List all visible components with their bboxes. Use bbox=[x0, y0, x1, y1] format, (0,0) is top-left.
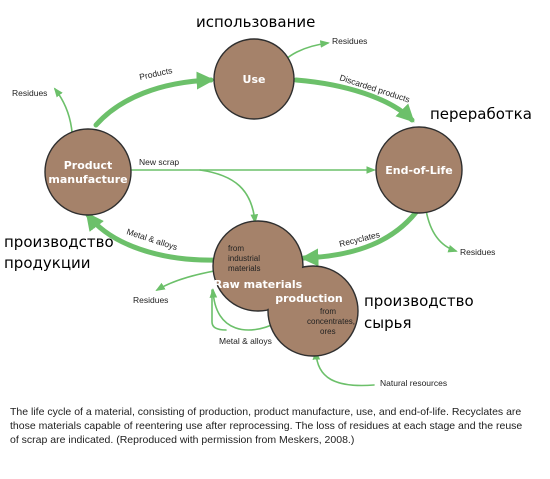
arrow-new-scrap-branch bbox=[199, 169, 259, 224]
arrow-metal-alloys-lower-2 bbox=[211, 289, 227, 331]
ru-product-production-label-1: производство bbox=[4, 233, 114, 251]
ru-recycling-label: переработка bbox=[430, 105, 532, 123]
natural-resources-label: Natural resources bbox=[380, 378, 447, 388]
ru-raw-production-label-1: производство bbox=[364, 292, 474, 310]
raw-top-note-3: materials bbox=[228, 264, 260, 273]
arrow-residues-left bbox=[53, 87, 73, 133]
raw-bottom-note-2: concentrates, bbox=[307, 317, 355, 326]
arrow-metal-alloys-lower bbox=[209, 288, 277, 331]
use-node bbox=[213, 38, 295, 120]
end-of-life-node bbox=[375, 126, 463, 214]
ru-product-production-label-2: продукции bbox=[4, 254, 91, 272]
product-manufacture-node bbox=[44, 128, 132, 216]
arrow-metal-alloys bbox=[85, 212, 223, 263]
arrow-recyclates bbox=[300, 204, 423, 267]
product-manufacture-label-1: Product bbox=[64, 159, 113, 172]
figure-caption: The life cycle of a material, consisting… bbox=[10, 406, 523, 446]
raw-materials-overlap bbox=[214, 222, 302, 310]
residues-bottom-label: Residues bbox=[133, 295, 168, 305]
residues-right-label: Residues bbox=[460, 247, 495, 257]
metal-alloys-lower-label: Metal & alloys bbox=[219, 336, 272, 346]
raw-bottom-note-3: ores bbox=[320, 327, 336, 336]
ru-use-label: использование bbox=[196, 13, 315, 31]
raw-production-label: production bbox=[275, 292, 343, 305]
new-scrap-label: New scrap bbox=[139, 157, 179, 167]
arrow-discarded-products bbox=[293, 77, 415, 123]
products-label: Products bbox=[138, 65, 173, 82]
residues-left-label: Residues bbox=[12, 88, 47, 98]
arrow-natural-resources bbox=[312, 350, 375, 387]
end-of-life-label: End-of-Life bbox=[385, 164, 453, 177]
product-manufacture-label-2: manufacture bbox=[48, 173, 127, 186]
ru-raw-production-label-2: сырья bbox=[364, 314, 411, 332]
raw-top-note-1: from bbox=[228, 244, 244, 253]
raw-bottom-note-1: from bbox=[320, 307, 336, 316]
raw-materials-label: Raw materials bbox=[214, 278, 303, 291]
raw-top-note-2: industrial bbox=[228, 254, 260, 263]
use-label: Use bbox=[243, 73, 266, 86]
material-life-cycle-diagram: Use Product manufacture End-of-Life from… bbox=[4, 13, 532, 388]
arrow-products bbox=[93, 71, 215, 128]
residues-top-label: Residues bbox=[332, 36, 367, 46]
arrow-residues-right bbox=[425, 209, 458, 253]
